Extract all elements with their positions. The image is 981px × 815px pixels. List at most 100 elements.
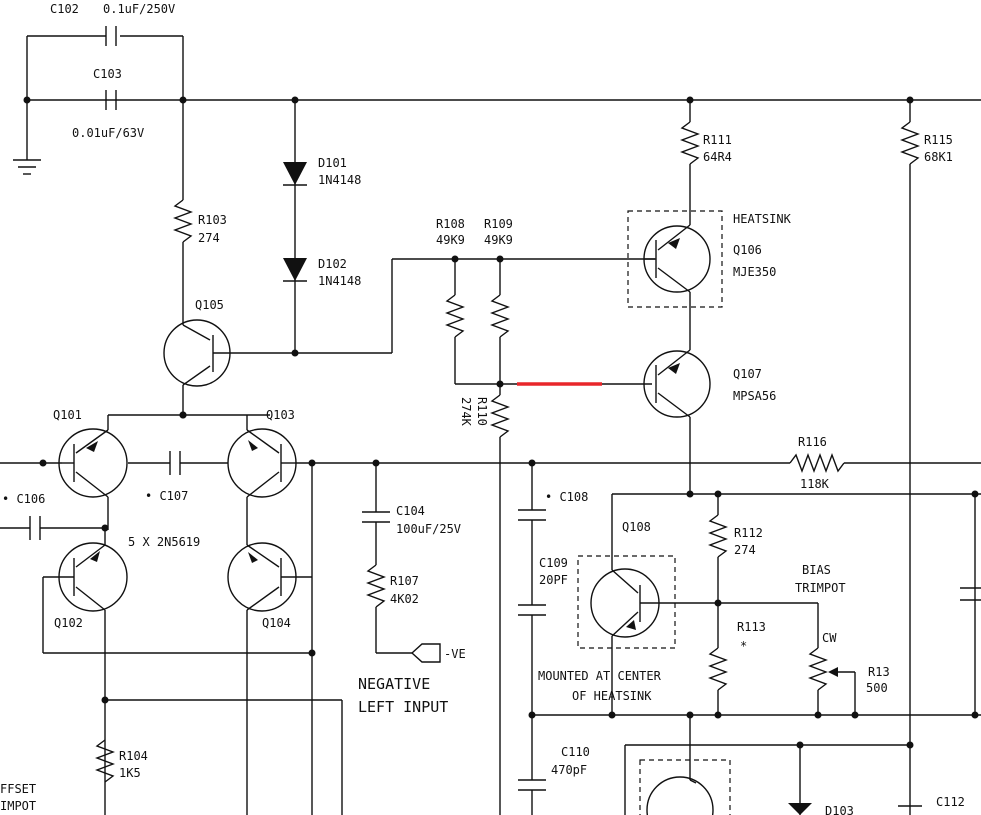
label-r112-value: 274 (734, 543, 756, 557)
label-c103: C103 (93, 67, 122, 81)
label-q106-value: MJE350 (733, 265, 776, 279)
label-c102: C102 (50, 2, 79, 16)
resistor-r115 (900, 100, 920, 815)
label-c103-value: 0.01uF/63V (72, 126, 144, 140)
top-rail (23, 35, 981, 160)
label-q108: Q108 (622, 520, 651, 534)
transistor-q106 (643, 224, 711, 350)
label-c104-value: 100uF/25V (396, 522, 461, 536)
label-mounted-line2: OF HEATSINK (572, 689, 652, 703)
label-r109-value: 49K9 (484, 233, 513, 247)
label-c102-value: 0.1uF/250V (103, 2, 175, 16)
label-bias-line2: TRIMPOT (795, 581, 846, 595)
label-r108: R108 (436, 217, 465, 231)
label-negative-input-line2: LEFT INPUT (358, 698, 448, 716)
label-c110-value: 470pF (551, 763, 587, 777)
capacitor-c109 (518, 604, 546, 780)
resistor-r104 (95, 739, 115, 783)
label-negative-ve: -VE (444, 647, 466, 661)
label-r108-value: 49K9 (436, 233, 465, 247)
label-r107: R107 (390, 574, 419, 588)
capacitor-c104 (362, 463, 390, 565)
capacitor-c106 (0, 516, 105, 540)
label-d101-value: 1N4148 (318, 173, 361, 187)
label-c112: C112 (936, 795, 965, 809)
resistor-r103 (173, 100, 193, 325)
capacitor-c102 (105, 26, 117, 46)
label-q107: Q107 (733, 367, 762, 381)
transistor-q107 (643, 349, 711, 498)
transistor-q103 (227, 415, 297, 545)
label-offset-line2: IMPOT (0, 799, 36, 813)
label-r113-star: * (740, 639, 747, 653)
trimpot-r13 (808, 647, 856, 715)
label-r110: R110 (475, 397, 489, 426)
capacitor-c110 (518, 779, 546, 815)
diodes-d101-d102 (283, 100, 307, 353)
label-r115: R115 (924, 133, 953, 147)
label-r111: R111 (703, 133, 732, 147)
label-c108: • C108 (545, 490, 588, 504)
label-r107-value: 4K02 (390, 592, 419, 606)
transistor-q104 (227, 463, 313, 815)
label-c107: • C107 (145, 489, 188, 503)
label-heatsink: HEATSINK (733, 212, 792, 226)
resistor-r111 (680, 100, 700, 225)
label-r116: R116 (798, 435, 827, 449)
resistor-r110 (490, 384, 510, 815)
q108-heatsink-box (577, 555, 676, 649)
label-r113: R113 (737, 620, 766, 634)
label-r111-value: 64R4 (703, 150, 732, 164)
label-r112: R112 (734, 526, 763, 540)
label-offset-line1: FFSET (0, 782, 36, 796)
resistor-r107 (366, 564, 412, 654)
label-c109: C109 (539, 556, 568, 570)
label-transistor-count: 5 X 2N5619 (128, 535, 200, 549)
capacitor-c103 (105, 90, 117, 110)
resistor-r108 (445, 259, 500, 385)
label-q107-value: MPSA56 (733, 389, 776, 403)
label-r104-value: 1K5 (119, 766, 141, 780)
resistor-r109 (490, 259, 510, 388)
label-r13-value: 500 (866, 681, 888, 695)
diode-d103 (788, 803, 812, 815)
label-r103: R103 (198, 213, 227, 227)
label-d101: D101 (318, 156, 347, 170)
resistor-r116 (789, 453, 981, 473)
label-c110: C110 (561, 745, 590, 759)
label-negative-input-line1: NEGATIVE (358, 675, 430, 693)
label-q103: Q103 (266, 408, 295, 422)
label-r103-value: 274 (198, 231, 220, 245)
label-q102: Q102 (54, 616, 83, 630)
resistor-r112 (708, 494, 728, 648)
heatsink-box (627, 210, 723, 308)
label-r13: R13 (868, 665, 890, 679)
transistor-q101 (58, 415, 128, 532)
label-q101: Q101 (53, 408, 82, 422)
capacitor-c108 (518, 463, 546, 605)
transistor-q108 (590, 568, 718, 715)
label-q105: Q105 (195, 298, 224, 312)
resistor-r113 (708, 647, 728, 715)
bottom-heatsink-box (639, 759, 731, 815)
label-c106: • C106 (2, 492, 45, 506)
label-r109: R109 (484, 217, 513, 231)
label-r104: R104 (119, 749, 148, 763)
label-r115-value: 68K1 (924, 150, 953, 164)
label-d102-value: 1N4148 (318, 274, 361, 288)
ground-symbol (13, 159, 41, 175)
label-d103: D103 (825, 804, 854, 815)
negative-input-connector (410, 643, 441, 663)
label-q104: Q104 (262, 616, 291, 630)
transistor-q105 (163, 319, 299, 419)
label-d102: D102 (318, 257, 347, 271)
label-r116-value: 118K (800, 477, 830, 491)
label-r110-value: 274K (459, 397, 473, 427)
label-mounted-line1: MOUNTED AT CENTER (538, 669, 662, 683)
label-q106: Q106 (733, 243, 762, 257)
label-cw: CW (822, 631, 837, 645)
transistor-q102 (42, 530, 316, 815)
label-c109-value: 20PF (539, 573, 568, 587)
